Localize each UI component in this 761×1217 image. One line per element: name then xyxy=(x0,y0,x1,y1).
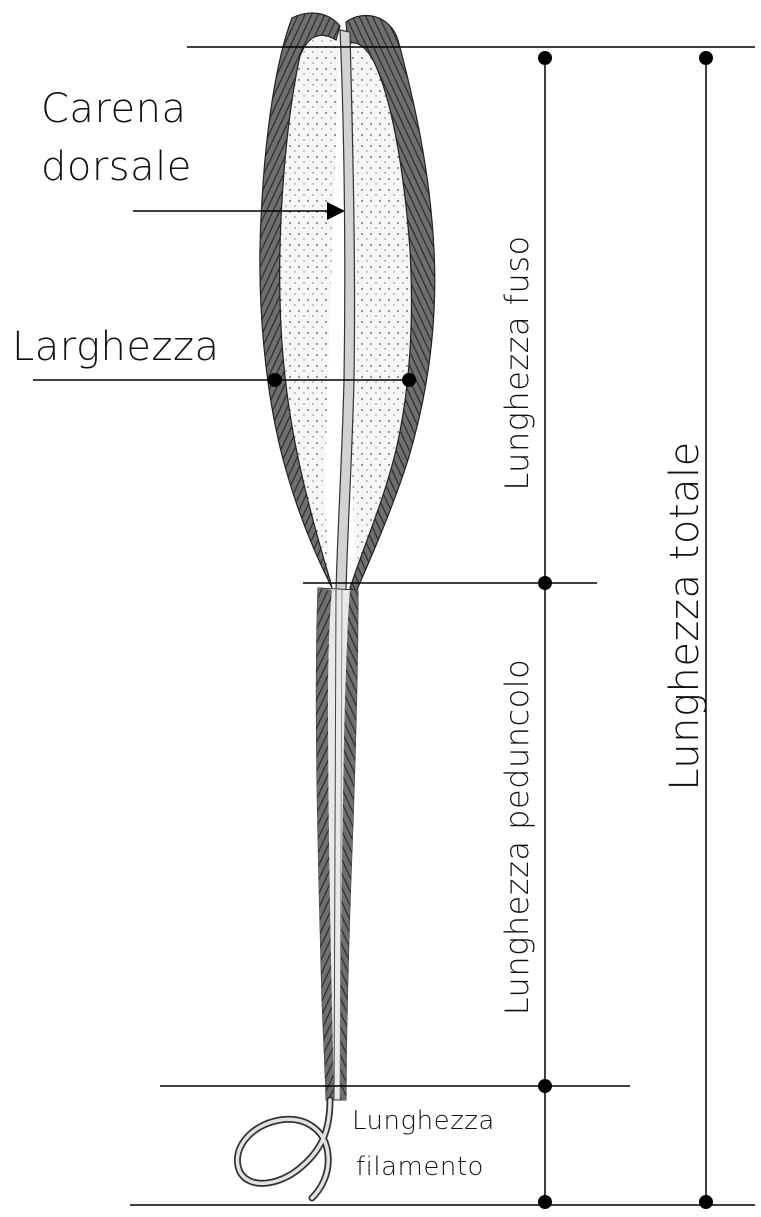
label-lunghezza-peduncolo: Lunghezza peduncolo xyxy=(499,657,535,1017)
label-lunghezza-totale: Lunghezza totale xyxy=(662,416,708,816)
label-carena-line1: Carena xyxy=(41,86,186,132)
fuso-top-dot xyxy=(538,51,552,65)
filament-end-dot xyxy=(538,1195,552,1209)
label-carena-line2: dorsale xyxy=(41,144,192,190)
fuso-right-lobe xyxy=(346,16,435,592)
label-lunghezza-fuso: Lunghezza fuso xyxy=(499,233,535,493)
total-top-dot xyxy=(699,51,713,65)
width-left-dot xyxy=(268,373,282,387)
peduncle-base-dot xyxy=(538,1079,552,1093)
fuso-left-lobe xyxy=(260,13,340,588)
keel-arrowhead xyxy=(327,202,345,220)
label-filamento-line1: Lunghezza xyxy=(352,1106,495,1137)
dorsal-keel xyxy=(336,30,355,590)
filament xyxy=(237,1100,330,1198)
fuso-base-dot xyxy=(538,576,552,590)
width-right-dot xyxy=(402,373,416,387)
label-larghezza: Larghezza xyxy=(12,324,220,370)
peduncle xyxy=(316,588,358,1100)
label-filamento-line2: filamento xyxy=(356,1152,484,1183)
total-bottom-dot xyxy=(699,1195,713,1209)
